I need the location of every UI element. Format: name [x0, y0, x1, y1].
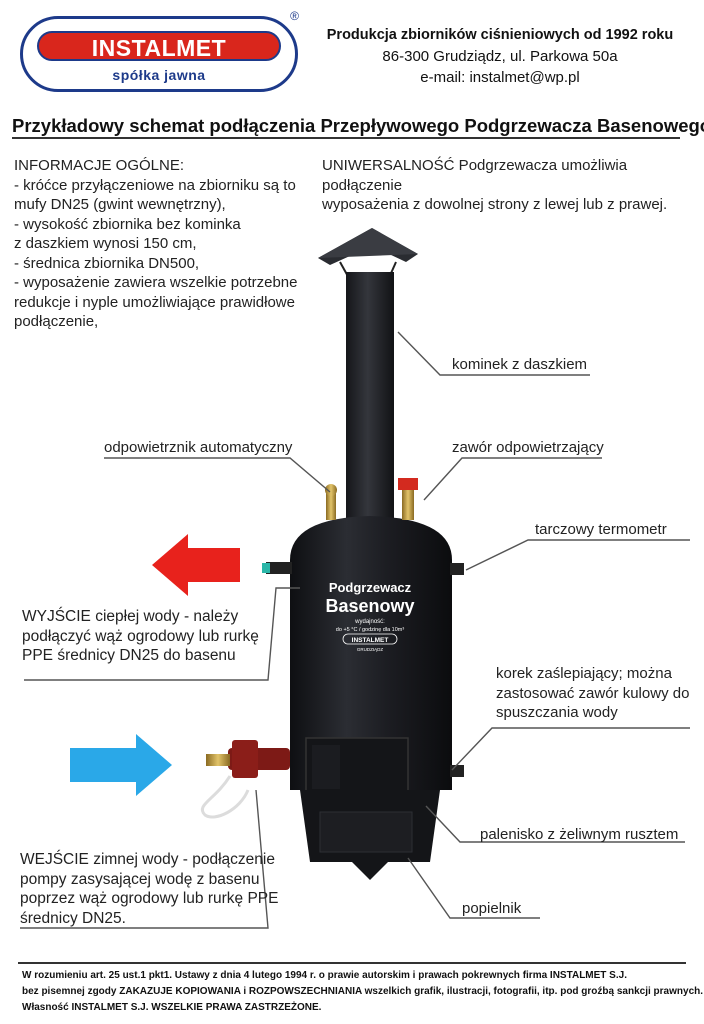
- tank-label-city: GRUDZIĄDZ: [357, 647, 383, 652]
- drain-nozzle: [450, 765, 464, 777]
- thermometer-nozzle: [450, 563, 464, 575]
- tank-label-line3: wydajność:: [354, 619, 385, 625]
- inlet-arrow-icon: [70, 734, 172, 796]
- company-logo: INSTALMET spółka jawna ®: [20, 9, 299, 92]
- header-contact: Produkcja zbiorników ciśnieniowych od 19…: [305, 24, 695, 88]
- copyright-footer: W rozumieniu art. 25 ust.1 pkt1. Ustawy …: [22, 968, 703, 1016]
- header-line1: Produkcja zbiorników ciśnieniowych od 19…: [326, 27, 674, 43]
- universality-line1: UNIWERSALNOŚĆ Podgrzewacza umożliwia pod…: [322, 157, 628, 194]
- outlet-nozzle: [266, 562, 292, 574]
- auto-vent-fitting: [326, 492, 336, 520]
- vent-valve-fitting: [402, 490, 414, 520]
- footer-divider: [18, 962, 686, 964]
- footer-line2: bez pisemnej zgody ZAKAZUJE KOPIOWANIA i…: [22, 986, 704, 997]
- label-plug-line: korek zaślepiający; można: [496, 665, 672, 682]
- general-info-heading: INFORMACJE OGÓLNE:: [14, 157, 185, 174]
- chimney-cap-top: [318, 228, 418, 258]
- info-line: mufy DN25 (gwint wewnętrzny),: [14, 196, 226, 213]
- info-line: redukcje i nyple umożliwiające prawidłow…: [14, 293, 295, 311]
- label-plug: korek zaślepiający; można zastosować zaw…: [496, 664, 689, 723]
- info-line: - wysokość zbiornika bez kominka: [14, 215, 241, 233]
- tank-label-line4: do +5 °C / godzinę dla 10m³: [336, 627, 405, 633]
- label-thermometer: tarczowy termometr: [535, 521, 667, 538]
- label-auto-vent: odpowietrznik automatyczny: [104, 439, 293, 456]
- footer-line1: W rozumieniu art. 25 ust.1 pkt1. Ustawy …: [22, 970, 627, 981]
- info-line: - średnica zbiornika DN500,: [14, 254, 200, 272]
- footer-line3: Własność INSTALMET S.J. WSZELKIE PRAWA Z…: [22, 1002, 322, 1013]
- registered-mark: ®: [290, 9, 299, 23]
- label-vent-valve: zawór odpowietrzający: [452, 439, 604, 456]
- outlet-description: WYJŚCIE ciepłej wody - należy podłączyć …: [22, 607, 259, 666]
- logo-brand: INSTALMET: [91, 35, 227, 61]
- title-underline: [12, 137, 680, 139]
- inlet-line: WEJŚCIE zimnej wody - podłączenie: [20, 851, 275, 868]
- tank-body: [290, 516, 452, 790]
- header-line3: e-mail: instalmet@wp.pl: [420, 69, 580, 86]
- pump-cable: [201, 775, 250, 819]
- outlet-line: podłączyć wąż ogrodowy lub rurkę: [22, 627, 259, 645]
- outlet-line: PPE średnicy DN25 do basenu: [22, 647, 236, 664]
- label-plug-line: zastosować zawór kulowy do: [496, 684, 690, 702]
- inlet-line: średnicy DN25.: [20, 909, 126, 927]
- page-title: Przykładowy schemat podłączenia Przepływ…: [12, 115, 704, 136]
- universality-line2: wyposażenia z dowolnej strony z lewej lu…: [322, 196, 668, 213]
- logo-banner: INSTALMET: [37, 31, 281, 61]
- outlet-line: WYJŚCIE ciepłej wody - należy: [22, 608, 239, 625]
- tank-label: Podgrzewacz Basenowy wydajność: do +5 °C…: [325, 580, 414, 652]
- leader-lines: [20, 331, 690, 929]
- chimney-pipe: [346, 272, 394, 518]
- label-chimney: kominek z daszkiem: [452, 356, 588, 373]
- inlet-line: poprzez wąż ogrodowy lub rurkę PPE: [20, 890, 279, 907]
- inlet-description: WEJŚCIE zimnej wody - podłączenie pompy …: [20, 850, 278, 928]
- info-line: z daszkiem wynosi 150 cm,: [14, 235, 197, 252]
- outlet-arrow-icon: [152, 534, 240, 596]
- inlet-line: pompy zasysającej wodę z basenu: [20, 870, 260, 888]
- label-firebox: palenisko z żeliwnym rusztem: [480, 826, 679, 843]
- header-line2: 86-300 Grudziądz, ul. Parkowa 50a: [382, 48, 618, 65]
- ashpan-door: [319, 811, 413, 853]
- info-line: - wyposażenie zawiera wszelkie potrzebne: [14, 274, 298, 291]
- tank-label-brand: INSTALMET: [352, 637, 389, 644]
- label-ashpan: popielnik: [462, 900, 522, 917]
- tank-label-line1: Podgrzewacz: [329, 580, 412, 595]
- logo-subtitle: spółka jawna: [112, 67, 206, 83]
- info-line: podłączenie,: [14, 313, 99, 330]
- general-info: INFORMACJE OGÓLNE: - króćce przyłączenio…: [14, 156, 314, 332]
- tank-label-line2: Basenowy: [325, 596, 414, 616]
- universality-note: UNIWERSALNOŚĆ Podgrzewacza umożliwia pod…: [322, 156, 697, 215]
- info-line: - króćce przyłączeniowe na zbiorniku są …: [14, 176, 296, 194]
- label-plug-line: spuszczania wody: [496, 704, 618, 721]
